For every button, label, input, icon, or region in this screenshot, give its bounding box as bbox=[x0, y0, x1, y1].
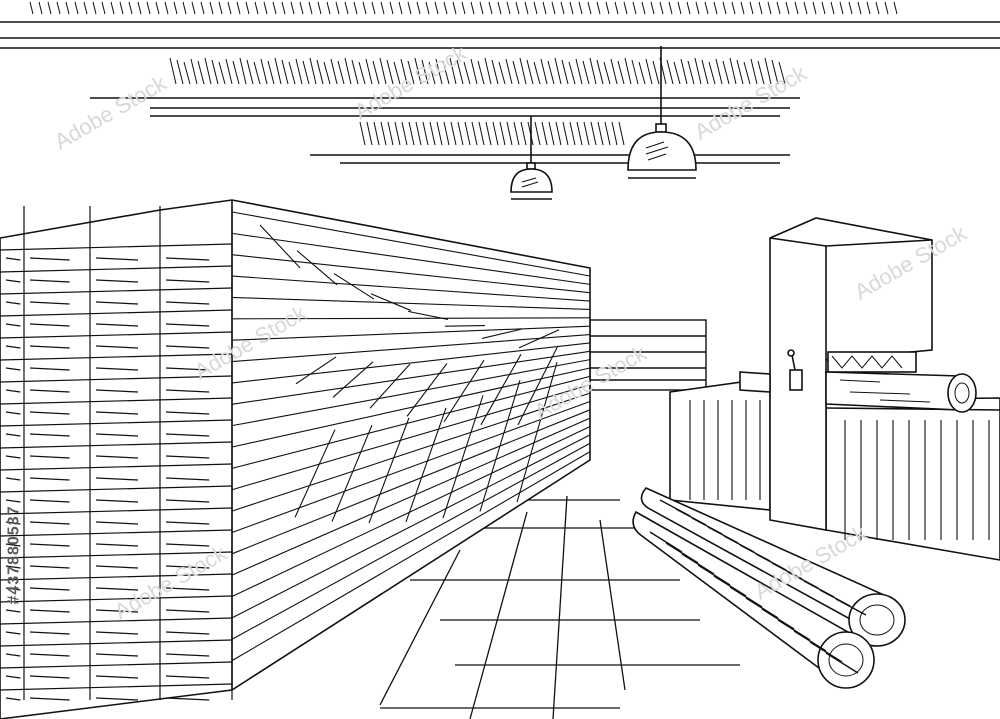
floor-grid bbox=[379, 495, 740, 719]
back-wall-lumber bbox=[589, 319, 707, 391]
log-on-conveyor bbox=[739, 371, 977, 413]
pendant-lamp-small bbox=[510, 116, 553, 200]
floor-logs bbox=[632, 487, 906, 689]
ceiling-beams bbox=[0, 21, 1000, 164]
ceiling-hatching bbox=[29, 1, 898, 146]
lumber-stack bbox=[0, 199, 591, 719]
pendant-lamp-large bbox=[627, 46, 697, 179]
stock-id-label: #437880537 bbox=[2, 480, 26, 630]
stock-id-text: #437880537 bbox=[5, 505, 23, 605]
